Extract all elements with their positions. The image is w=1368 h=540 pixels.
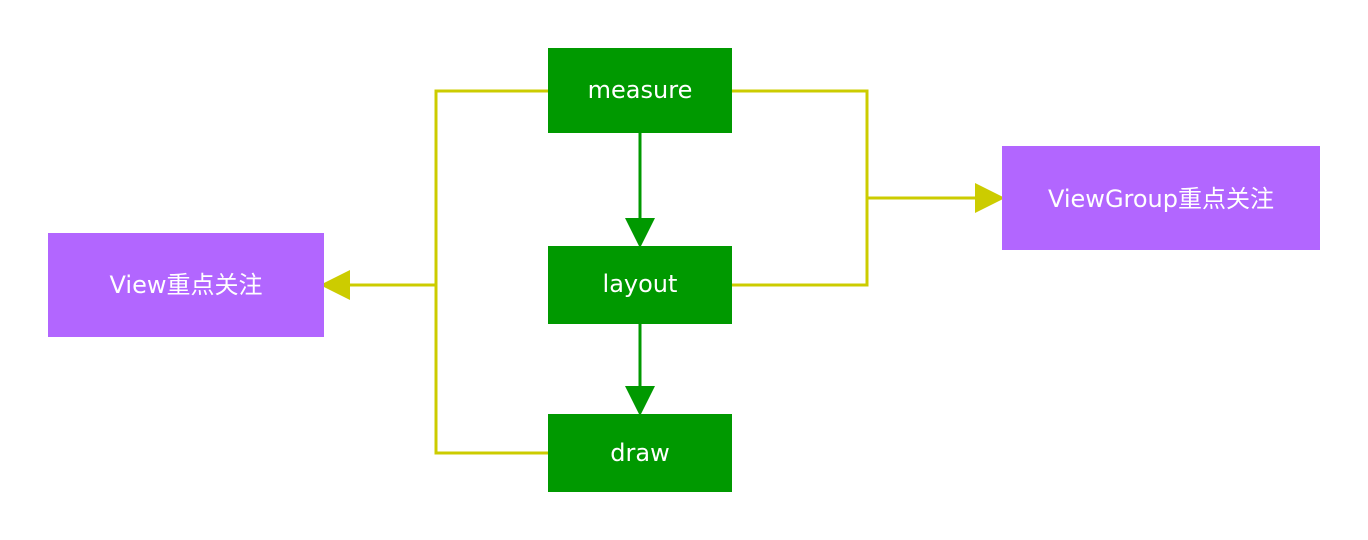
draw-label: draw xyxy=(610,439,669,467)
measure-node: measure xyxy=(548,48,732,133)
view-focus-node: View重点关注 xyxy=(48,233,324,337)
left-connector-bracket xyxy=(434,89,548,455)
viewgroup-focus-node: ViewGroup重点关注 xyxy=(1002,146,1320,250)
draw-node: draw xyxy=(548,414,732,492)
viewgroup-focus-label: ViewGroup重点关注 xyxy=(1048,185,1274,213)
measure-label: measure xyxy=(588,76,693,104)
view-focus-label: View重点关注 xyxy=(110,271,263,299)
layout-node: layout xyxy=(548,246,732,324)
right-connector-bracket xyxy=(732,89,869,287)
layout-label: layout xyxy=(603,270,678,298)
